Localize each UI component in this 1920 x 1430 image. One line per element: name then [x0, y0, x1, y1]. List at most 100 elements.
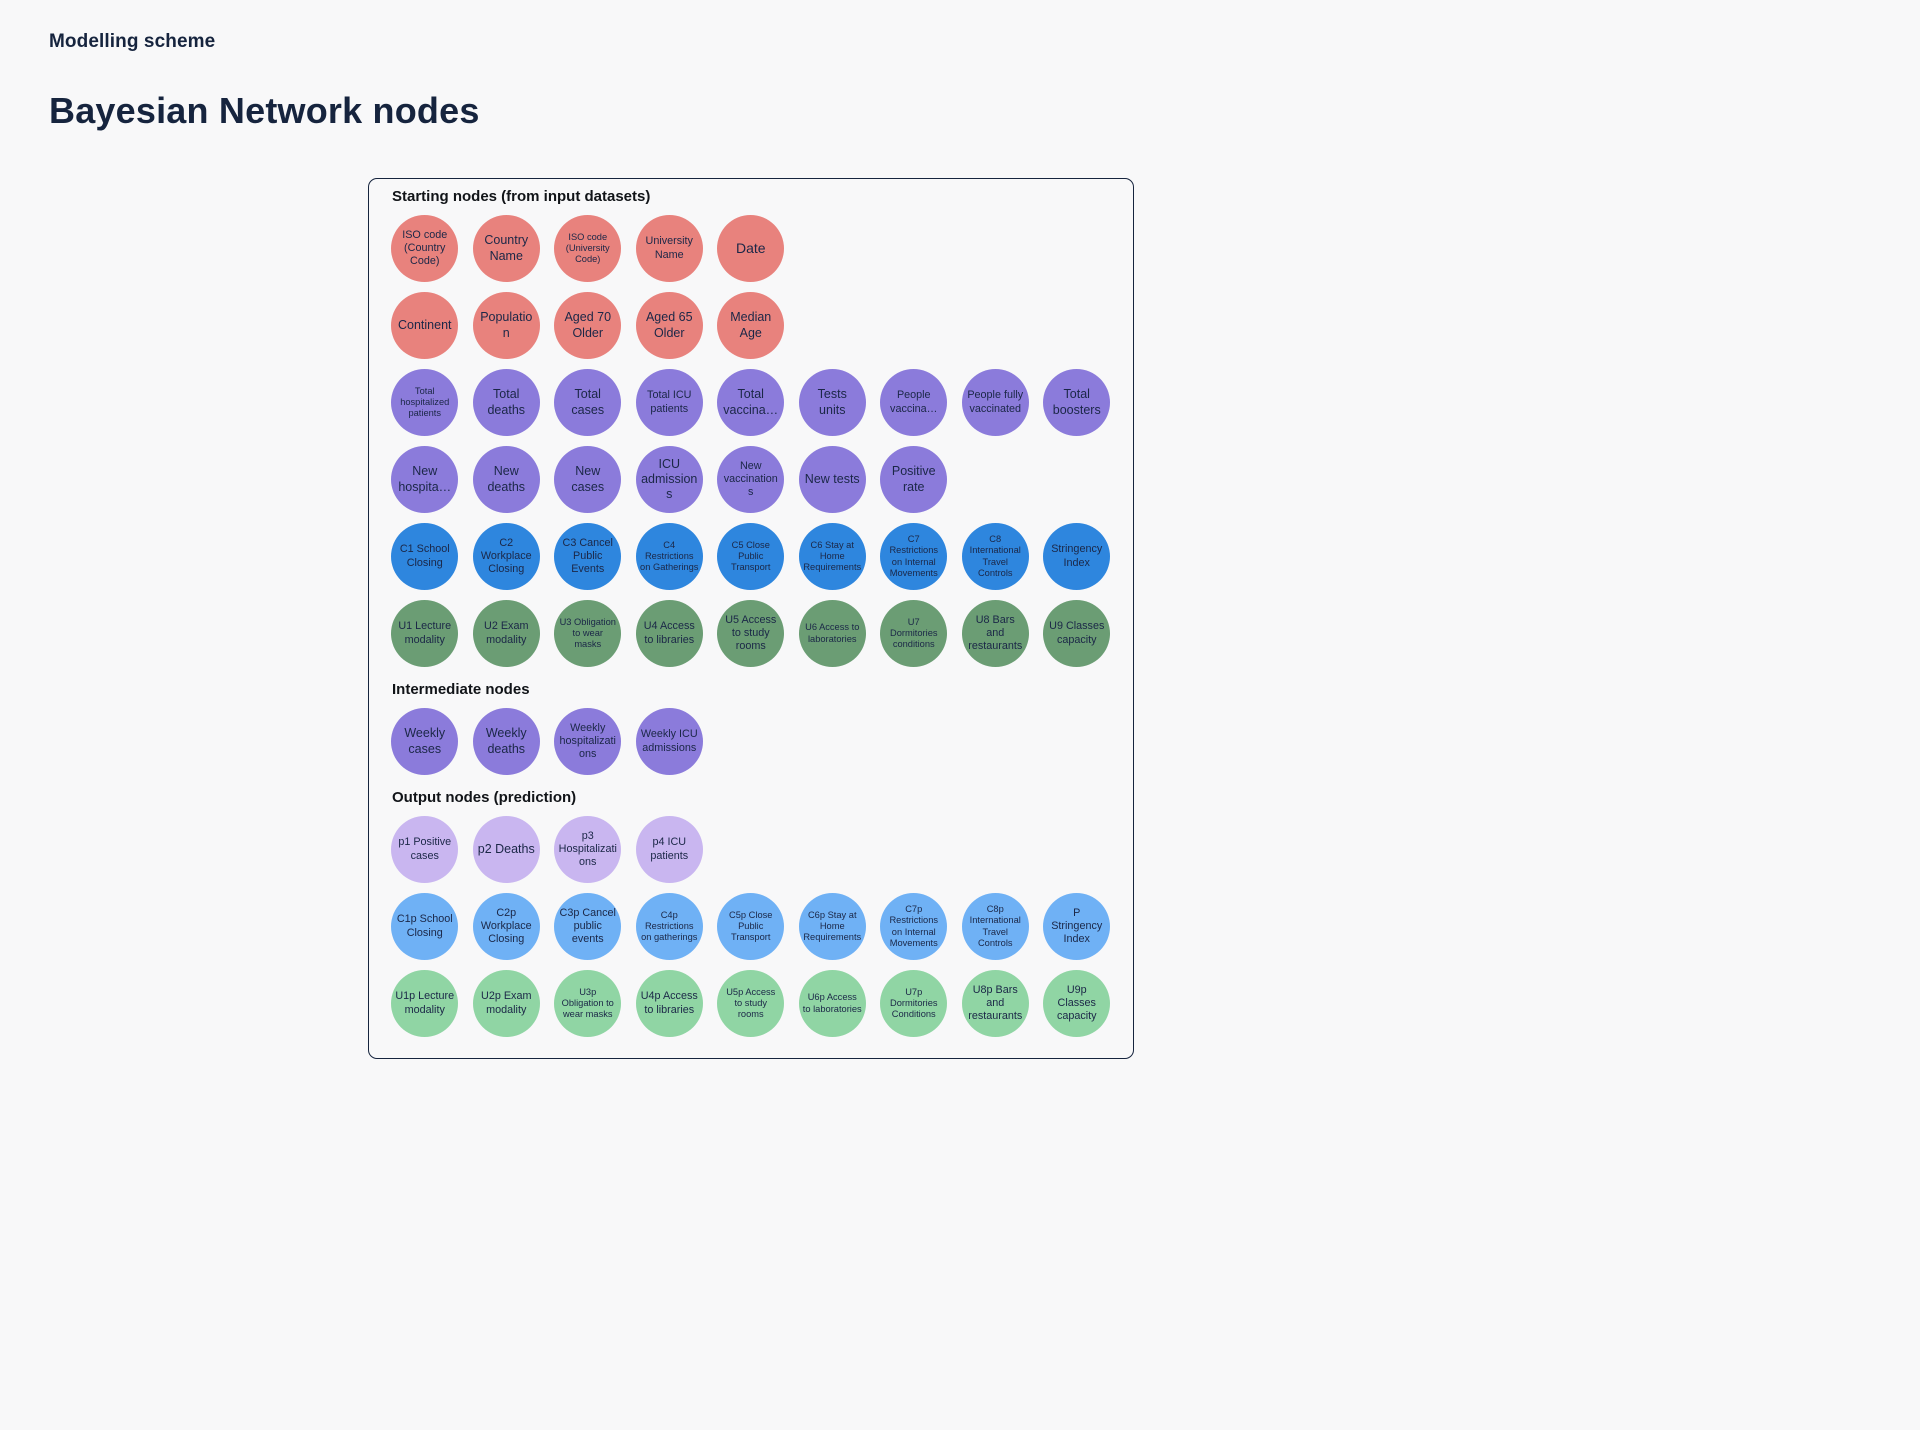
section-heading: Starting nodes (from input datasets)	[392, 188, 651, 205]
diagram-panel: Starting nodes (from input datasets) ISO …	[368, 178, 1134, 1059]
node-slot: Total vaccina…	[710, 364, 792, 441]
node-slot: U3p Obligation to wear masks	[547, 965, 629, 1042]
page-eyebrow: Modelling scheme	[49, 31, 216, 52]
diagram-node: New tests	[798, 446, 866, 513]
diagram-node: p3 Hospitalizations	[554, 816, 622, 883]
node-slot: ISO code (Country Code)	[384, 210, 466, 287]
node-slot: New tests	[792, 441, 874, 518]
node-slot: U9p Classes capacity	[1036, 965, 1118, 1042]
node-slot: C3 Cancel Public Events	[547, 518, 629, 595]
diagram-node: New deaths	[472, 446, 540, 513]
node-slot: U1 Lecture modality	[384, 595, 466, 672]
diagram-node: Total vaccina…	[717, 369, 785, 436]
diagram-node: Weekly ICU admissions	[635, 708, 703, 775]
node-slot: Median Age	[710, 287, 792, 364]
node-slot: C2 Workplace Closing	[466, 518, 548, 595]
diagram-node: Stringency Index	[1043, 523, 1111, 590]
diagram-node: U8p Bars and restaurants	[961, 970, 1029, 1037]
node-slot: C4 Restrictions on Gatherings	[629, 518, 711, 595]
node-slot: Total ICU patients	[629, 364, 711, 441]
diagram-node: Total hospitalized patients	[391, 369, 459, 436]
node-slot: Aged 65 Older	[629, 287, 711, 364]
diagram-node: U1p Lecture modality	[391, 970, 459, 1037]
diagram-node: U4 Access to libraries	[635, 600, 703, 667]
diagram-node: p2 Deaths	[472, 816, 540, 883]
diagram-node: People fully vaccinated	[961, 369, 1029, 436]
node-slot: C7 Restrictions on Internal Movements	[873, 518, 955, 595]
diagram-node: C4p Restrictions on gatherings	[635, 893, 703, 960]
diagram-node: Weekly hospitalizations	[554, 708, 622, 775]
diagram-node: p4 ICU patients	[635, 816, 703, 883]
node-slot: U6 Access to laboratories	[792, 595, 874, 672]
diagram-node: U3p Obligation to wear masks	[554, 970, 622, 1037]
node-slot: C3p Cancel public events	[547, 888, 629, 965]
node-slot: C5 Close Public Transport	[710, 518, 792, 595]
node-slot: Continent	[384, 287, 466, 364]
node-slot: P Stringency Index	[1036, 888, 1118, 965]
node-slot: Weekly hospitalizations	[547, 703, 629, 780]
diagram-node: C2p Workplace Closing	[472, 893, 540, 960]
diagram-node: U6p Access to laboratories	[798, 970, 866, 1037]
node-slot: U7 Dormitories conditions	[873, 595, 955, 672]
node-slot: Total cases	[547, 364, 629, 441]
diagram-node: Aged 65 Older	[635, 292, 703, 359]
diagram-node: U9 Classes capacity	[1043, 600, 1111, 667]
node-slot: Positive rate	[873, 441, 955, 518]
node-slot: New cases	[547, 441, 629, 518]
diagram-node: p1 Positive cases	[391, 816, 459, 883]
diagram-node: Date	[717, 215, 785, 282]
diagram-node: U2p Exam modality	[472, 970, 540, 1037]
diagram-node: C5 Close Public Transport	[717, 523, 785, 590]
node-slot: C6 Stay at Home Requirements	[792, 518, 874, 595]
diagram-node: U2 Exam modality	[472, 600, 540, 667]
diagram-node: U7p Dormitories Conditions	[880, 970, 948, 1037]
diagram-node: C1 School Closing	[391, 523, 459, 590]
node-slot: Stringency Index	[1036, 518, 1118, 595]
node-slot: ISO code (University Code)	[547, 210, 629, 287]
diagram-node: U7 Dormitories conditions	[880, 600, 948, 667]
diagram-node: C4 Restrictions on Gatherings	[635, 523, 703, 590]
node-slot: U2p Exam modality	[466, 965, 548, 1042]
diagram-node: Weekly deaths	[472, 708, 540, 775]
node-slot: Total hospitalized patients	[384, 364, 466, 441]
node-slot: U5p Access to study rooms	[710, 965, 792, 1042]
diagram-node: C8p International Travel Controls	[961, 893, 1029, 960]
node-slot: New vaccinations	[710, 441, 792, 518]
diagram-node: U5p Access to study rooms	[717, 970, 785, 1037]
diagram-node: C3 Cancel Public Events	[554, 523, 622, 590]
node-slot: Weekly ICU admissions	[629, 703, 711, 780]
node-slot: People fully vaccinated	[955, 364, 1037, 441]
diagram-node: C6 Stay at Home Requirements	[798, 523, 866, 590]
node-slot: C8 International Travel Controls	[955, 518, 1037, 595]
node-slot: New deaths	[466, 441, 548, 518]
node-slot: p3 Hospitalizations	[547, 811, 629, 888]
diagram-node: Tests units	[798, 369, 866, 436]
diagram-node: ISO code (University Code)	[554, 215, 622, 282]
diagram-node: C7p Restrictions on Internal Movements	[880, 893, 948, 960]
diagram-node: U6 Access to laboratories	[798, 600, 866, 667]
diagram-node: U3 Obligation to wear masks	[554, 600, 622, 667]
diagram-node: Continent	[391, 292, 459, 359]
node-slot: U8p Bars and restaurants	[955, 965, 1037, 1042]
diagram-node: C6p Stay at Home Requirements	[798, 893, 866, 960]
diagram-node: Total deaths	[472, 369, 540, 436]
node-slot: U1p Lecture modality	[384, 965, 466, 1042]
node-slot: C6p Stay at Home Requirements	[792, 888, 874, 965]
diagram-node: C8 International Travel Controls	[961, 523, 1029, 590]
node-slot: Aged 70 Older	[547, 287, 629, 364]
node-slot: U8 Bars and restaurants	[955, 595, 1037, 672]
node-slot: Population	[466, 287, 548, 364]
node-slot: C8p International Travel Controls	[955, 888, 1037, 965]
node-slot: U5 Access to study rooms	[710, 595, 792, 672]
diagram-node: Positive rate	[880, 446, 948, 513]
node-slot: U4p Access to libraries	[629, 965, 711, 1042]
diagram-node: New cases	[554, 446, 622, 513]
node-slot: U7p Dormitories Conditions	[873, 965, 955, 1042]
